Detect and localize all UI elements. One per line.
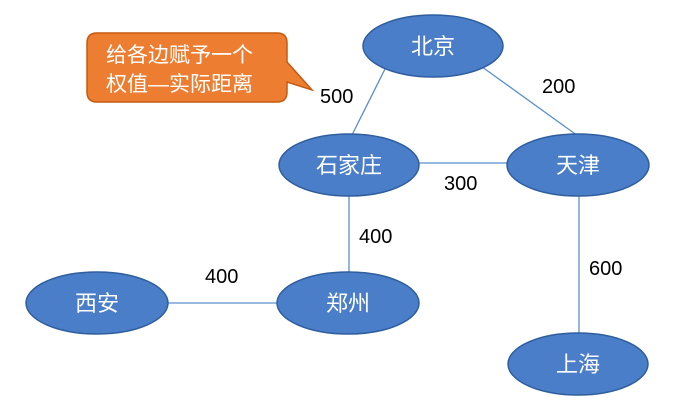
node-shanghai-shape [507, 332, 649, 396]
node-xian-label: 西安 [75, 291, 119, 316]
edge-beijing-tianjin [477, 63, 579, 137]
node-beijing-shape [362, 14, 504, 78]
edge-weights: 500 200 300 400 400 600 [205, 76, 622, 288]
callout-shape [86, 32, 315, 103]
weight-shijiazhuang-zhengzhou: 400 [359, 226, 392, 248]
weight-tianjin-shanghai: 600 [589, 258, 622, 280]
edge-beijing-shijiazhuang [348, 62, 389, 142]
node-shanghai-label: 上海 [556, 352, 600, 377]
node-zhengzhou-shape [276, 271, 420, 335]
node-shijiazhuang-shape [278, 133, 420, 197]
node-beijing: 北京 [362, 14, 504, 78]
node-tianjin-label: 天津 [556, 153, 600, 178]
weight-shijiazhuang-tianjin: 300 [444, 173, 477, 195]
weight-xian-zhengzhou: 400 [205, 266, 238, 288]
node-xian-shape [25, 271, 169, 335]
edges [168, 62, 580, 334]
callout: 给各边赋予一个 权值—实际距离 [86, 32, 315, 103]
node-xian: 西安 [25, 271, 169, 335]
node-shijiazhuang: 石家庄 [278, 133, 420, 197]
node-tianjin: 天津 [506, 133, 650, 197]
weight-beijing-shijiazhuang: 500 [320, 86, 353, 108]
node-shanghai: 上海 [507, 332, 649, 396]
callout-line-2: 权值—实际距离 [106, 73, 253, 96]
node-zhengzhou: 郑州 [276, 271, 420, 335]
node-shijiazhuang-label: 石家庄 [316, 153, 382, 178]
node-tianjin-shape [506, 133, 650, 197]
node-beijing-label: 北京 [411, 34, 455, 59]
weight-beijing-tianjin: 200 [542, 76, 575, 98]
node-zhengzhou-label: 郑州 [326, 291, 370, 316]
callout-line-1: 给各边赋予一个 [106, 44, 253, 67]
